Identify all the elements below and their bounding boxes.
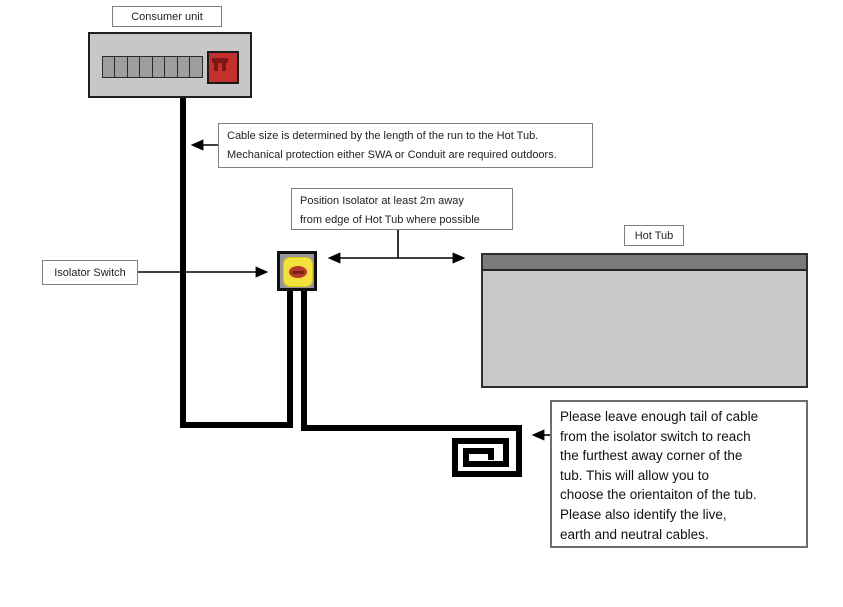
cable-tail-note-line: the furthest away corner of the — [560, 448, 743, 464]
cable-tail-note-line: earth and neutral cables. — [560, 526, 709, 542]
position-isolator-note-line1: Position Isolator at least 2m away — [300, 195, 464, 207]
isolator-switch-label-text: Isolator Switch — [54, 266, 126, 279]
isolator-knob — [289, 266, 307, 278]
cable-size-note: Cable size is determined by the length o… — [218, 123, 593, 168]
cable-tail-note-line: from the isolator switch to reach — [560, 428, 751, 444]
hot-tub — [481, 253, 808, 388]
main-switch-glyph-leg — [222, 63, 226, 71]
cable-tail-note-line: tub. This will allow you to — [560, 467, 710, 483]
cable-coil — [301, 290, 522, 477]
supply-cable — [180, 97, 293, 428]
isolator-switch-label: Isolator Switch — [42, 260, 138, 285]
isolator-knob-slot — [292, 270, 304, 274]
position-isolator-note-line2: from edge of Hot Tub where possible — [300, 214, 480, 226]
isolator-button — [283, 257, 313, 287]
cable-tail-note-line: choose the orientaiton of the tub. — [560, 487, 757, 503]
cable-size-note-line1: Cable size is determined by the length o… — [227, 130, 539, 142]
main-switch-red — [207, 51, 239, 84]
position-isolator-note: Position Isolator at least 2m away from … — [291, 188, 513, 230]
consumer-unit — [88, 32, 252, 98]
main-switch-glyph — [212, 58, 228, 63]
breaker-switch — [189, 56, 203, 78]
hot-tub-label-text: Hot Tub — [634, 229, 674, 242]
breaker-strip — [101, 56, 203, 78]
cable-tail-note-line: Please leave enough tail of cable — [560, 409, 759, 424]
cable-tail-note: Please leave enough tail of cable from t… — [550, 400, 808, 548]
hot-tub-label: Hot Tub — [624, 225, 684, 246]
main-switch-glyph-leg — [214, 63, 218, 71]
cable-tail-note-line: Please also identify the live, — [560, 506, 727, 522]
consumer-unit-label-text: Consumer unit — [131, 10, 203, 23]
cable-size-note-line2: Mechanical protection either SWA or Cond… — [227, 149, 557, 161]
isolator-switch — [277, 251, 317, 291]
hot-tub-lid — [483, 255, 806, 271]
consumer-unit-label: Consumer unit — [112, 6, 222, 27]
